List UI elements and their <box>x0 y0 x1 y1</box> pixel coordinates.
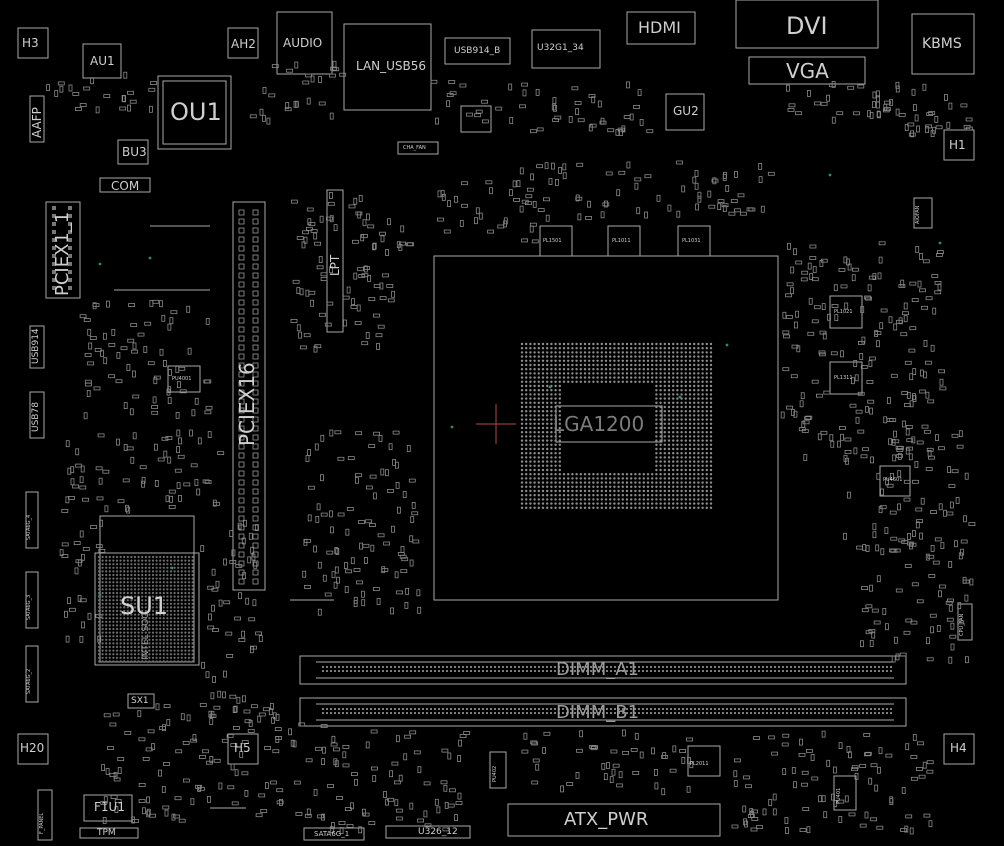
pciex1-slot-label: PCIEX1_1 <box>52 211 73 296</box>
cha-fan-header-label: CHA_FAN <box>403 145 426 151</box>
usb914-b-connector-label: USB914_B <box>454 46 501 56</box>
pciex16-slot-label: PCIEX16 <box>235 362 259 446</box>
h1-mount-label: H1 <box>949 138 966 152</box>
sata6g-4-header-label: SATA6G_4 <box>26 514 32 540</box>
audio-connector-label: AUDIO <box>283 36 323 50</box>
f-panel-header-label: F_PANEL <box>39 812 45 834</box>
au1-chip-label: AU1 <box>90 54 115 68</box>
u326-12-header-label: U326_12 <box>418 827 458 837</box>
sata6g-3-header-label: SATA6G_3 <box>26 594 32 620</box>
lan-usb56-connector-label: LAN_USB56 <box>356 59 427 73</box>
pl2011-inductor-label: PL2011 <box>690 761 709 767</box>
h5-mount-label: H5 <box>234 741 251 755</box>
h20-mount-label: H20 <box>20 741 45 755</box>
usb78-header-label: USB78 <box>31 402 41 432</box>
pl1311-inductor-label: PL1311 <box>834 375 853 381</box>
ou1-chip-label: OU1 <box>170 98 222 126</box>
pu401-chip-label: PU401 <box>836 787 842 804</box>
u32g1-34-connector-label: U32G1_34 <box>537 43 584 53</box>
sx1-crystal-label: SX1 <box>131 696 149 706</box>
dimm-a1-slot-label: DIMM_A1 <box>556 659 639 680</box>
com-header-label: COM <box>111 179 140 193</box>
h3-mount-label: H3 <box>22 36 39 50</box>
atx-pwr-connector-label: ATX_PWR <box>564 809 649 830</box>
chipset-sub-label: INTEL SOC <box>141 612 151 660</box>
pl1501-inductor-label: PL1501 <box>543 238 562 244</box>
tpm-header-label: TPM <box>97 828 116 838</box>
vga-connector-label: VGA <box>786 59 829 83</box>
pl1031-inductor-label: PL1031 <box>682 238 701 244</box>
ah2-mount-label: AH2 <box>231 37 256 51</box>
cpu-fan-header-label: CPU_FAN <box>959 613 965 636</box>
f1u1-chip-label: F1U1 <box>94 800 125 814</box>
pl1021-inductor-label: PL1021 <box>834 309 853 315</box>
pu402-chip-label: PU402 <box>492 765 498 782</box>
su1-chipset-label: SU1 <box>120 592 169 620</box>
usb914-header-label: USB914 <box>31 328 41 364</box>
bu3-chip-label: BU3 <box>122 145 147 159</box>
dimm-b1-slot-label: DIMM_B1 <box>556 702 640 723</box>
pl1011-inductor-label: PL1011 <box>612 238 631 244</box>
sata6g-1-header-label: SATA6G_1 <box>314 830 350 838</box>
aafp-header-label: AAFP <box>30 107 44 138</box>
h4-mount-label: H4 <box>950 741 967 755</box>
aiofan-header-label: AIOFAN <box>915 205 921 224</box>
gu2-chip-label: GU2 <box>673 104 699 118</box>
hdmi-connector-label: HDMI <box>638 18 681 37</box>
pu4601-chip-label: PU4601 <box>883 477 903 483</box>
dvi-connector-label: DVI <box>786 12 828 40</box>
kbms-connector-label: KBMS <box>922 36 962 52</box>
pu4001-chip-label: PU4001 <box>172 376 192 382</box>
sata6g-2-header-label: SATA6G_2 <box>26 668 32 694</box>
lpt-header-label: LPT <box>328 254 342 276</box>
cpu-socket-label: LGA1200 <box>553 412 645 436</box>
